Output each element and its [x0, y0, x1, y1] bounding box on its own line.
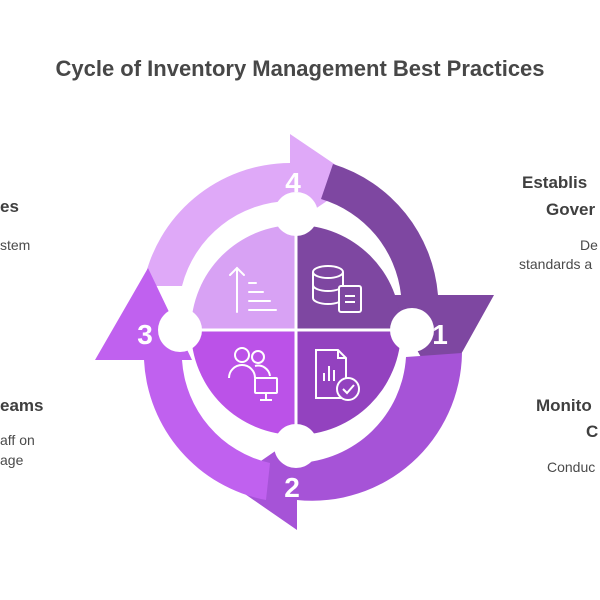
step3-heading-line1: eams	[0, 396, 44, 415]
step4-desc-line1: stem	[0, 237, 31, 253]
step2-heading-line1: Monito	[536, 396, 592, 415]
cycle-arc-3	[95, 268, 270, 500]
step2-heading-line2: C	[586, 422, 599, 441]
step1-desc-line2: standards a	[519, 256, 593, 272]
step-number-1: 1	[432, 319, 448, 350]
cycle-arc-2	[229, 353, 462, 530]
step1-heading-line1: Establis	[522, 173, 588, 192]
step-number-3: 3	[137, 319, 153, 350]
quadrant-top-left	[191, 225, 296, 330]
step-number-2: 2	[284, 472, 300, 503]
sort-ascending-icon	[229, 266, 277, 313]
cycle-arc-1	[321, 164, 494, 392]
step3-desc-line2: age	[0, 452, 24, 468]
step2-desc-line1: Conduc	[547, 459, 596, 475]
users-monitor-icon	[228, 347, 278, 401]
database-document-icon	[312, 265, 362, 313]
step1-heading-line2: Gover	[546, 200, 596, 219]
step-number-4: 4	[285, 167, 301, 198]
step3-desc-line1: aff on	[0, 432, 35, 448]
cycle-arc-4	[143, 134, 358, 286]
chart-check-icon	[315, 349, 360, 401]
step4-heading-line2: es	[0, 197, 19, 216]
quadrant-bottom-left	[191, 330, 296, 435]
step1-desc-line1: De	[580, 237, 598, 253]
page-title: Cycle of Inventory Management Best Pract…	[55, 56, 545, 81]
